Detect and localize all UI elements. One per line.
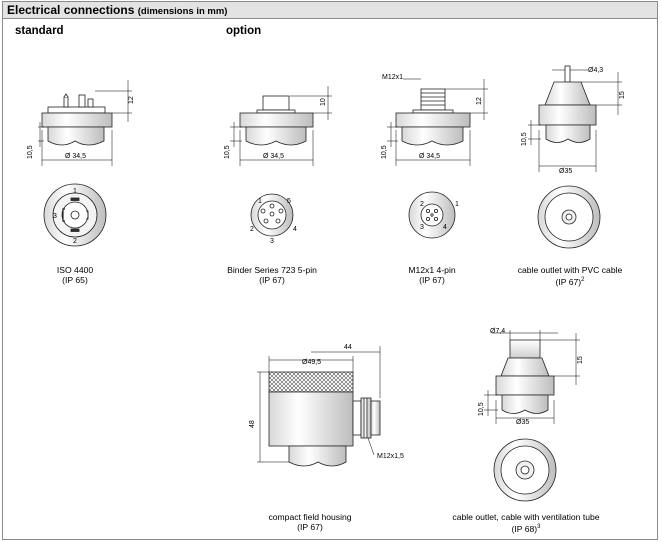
pvc-dimension-lines (528, 69, 622, 172)
binder-pin-2: 2 (250, 226, 254, 233)
m12-dimension-lines (387, 78, 488, 166)
iso-diameter-dimension: Ø 34,5 (65, 153, 86, 160)
iso-4400-side-drawing (41, 93, 113, 146)
vent-front-drawing (493, 438, 557, 502)
iso-pin-3: 3 (53, 213, 57, 220)
pvc-base-dimension: 10,5 (521, 132, 528, 146)
page-title: Electrical connections (dimensions in mm… (7, 3, 228, 17)
caption-vent-tube: cable outlet, cable with ventilation tub… (452, 512, 600, 534)
caption-iso-4400: ISO 4400(IP 65) (56, 265, 94, 285)
vent-height-dimension: 15 (577, 356, 584, 364)
m12-diameter-dimension: Ø 34,5 (419, 153, 440, 160)
caption-pvc-cable: cable outlet with PVC cable(IP 67)2 (517, 265, 623, 287)
vent-base-dimension: 10,5 (478, 402, 485, 416)
m12-pin-4: 4 (443, 224, 447, 231)
section-header: Electrical connections (dimensions in mm… (3, 2, 657, 19)
binder-side-drawing (239, 95, 314, 146)
pvc-height-dimension: 15 (619, 91, 626, 99)
m12-thread-dimension: M12x1 (382, 74, 403, 81)
m12-pin-3: 3 (420, 224, 424, 231)
field-housing-drawing (268, 371, 381, 467)
field-width-dimension: 44 (344, 344, 352, 351)
iso-height-dimension: 12 (128, 96, 135, 104)
binder-pin-3: 3 (270, 238, 274, 245)
field-dimension-lines (257, 346, 381, 463)
caption-binder: Binder Series 723 5-pin(IP 67) (227, 265, 317, 285)
iso-base-dimension: 10,5 (27, 145, 34, 159)
binder-diameter-dimension: Ø 34,5 (263, 153, 284, 160)
caption-field-housing: compact field housing(IP 67) (268, 512, 352, 532)
m12-height-dimension: 12 (476, 97, 483, 105)
vent-dimension-lines (484, 330, 580, 424)
pvc-side-drawing (538, 65, 597, 143)
m12-pin-2: 2 (420, 201, 424, 208)
binder-dimension-lines (230, 86, 332, 166)
binder-height-dimension: 10 (320, 98, 327, 106)
field-height-dimension: 48 (249, 420, 256, 428)
vent-diameter-dimension: Ø35 (516, 419, 529, 426)
pvc-cable-diameter: Ø4,3 (588, 67, 603, 74)
m12-pin-1: 1 (455, 201, 459, 208)
iso-pin-2: 2 (73, 238, 77, 245)
iso-pin-1: 1 (73, 188, 77, 195)
binder-pin-5: 5 (287, 198, 291, 205)
m12-side-drawing (395, 88, 471, 146)
section-standard: standard (15, 25, 64, 37)
m12-base-dimension: 10,5 (381, 145, 388, 159)
binder-front-drawing (250, 193, 294, 237)
pvc-front-drawing (537, 185, 601, 249)
iso-4400-dimension-lines (38, 80, 132, 166)
section-option: option (226, 25, 262, 37)
m12-front-drawing (408, 191, 456, 239)
caption-m12: M12x1 4-pin(IP 67) (408, 265, 456, 285)
vent-side-drawing (495, 339, 555, 414)
binder-pin-1: 1 (258, 198, 262, 205)
binder-pin-4: 4 (293, 226, 297, 233)
binder-base-dimension: 10,5 (224, 145, 231, 159)
field-diameter-dimension: Ø49,5 (302, 359, 321, 366)
iso-4400-front-drawing (43, 183, 107, 247)
vent-cable-diameter: Ø7,4 (490, 328, 505, 335)
field-thread-dimension: M12x1,5 (377, 453, 404, 460)
pvc-diameter-dimension: Ø35 (559, 168, 572, 175)
